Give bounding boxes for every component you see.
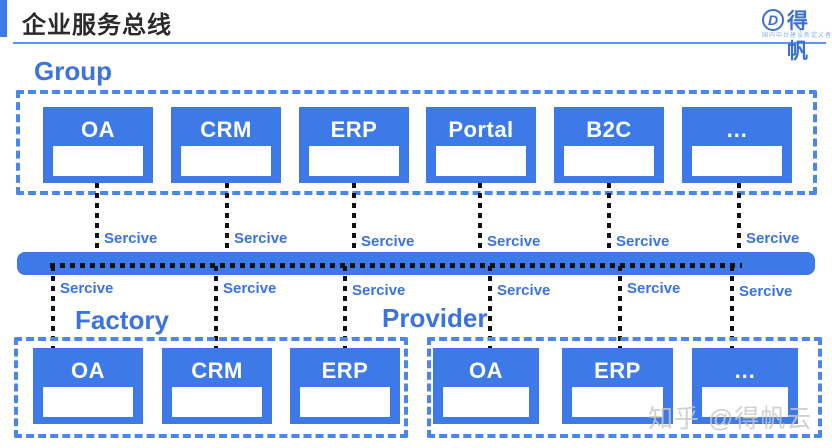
service-label-bottom-6: Sercive [739, 283, 793, 300]
provider-box-oa: OA [433, 348, 539, 424]
service-label-bottom-5: Sercive [627, 280, 681, 297]
defan-logo-icon: D [762, 9, 784, 31]
service-label-top-3: Sercive [361, 233, 415, 250]
group-box-crm-label: CRM [200, 117, 252, 142]
provider-box-erp-label: ERP [594, 358, 641, 383]
factory-zone-box [14, 337, 408, 438]
factory-zone-label: Factory [75, 305, 169, 335]
defan-logo-text: 得帆 [787, 10, 809, 63]
group-box-b2c-slot [564, 146, 654, 176]
factory-box-crm: CRM [162, 348, 272, 424]
factory-box-oa: OA [33, 348, 143, 424]
group-box-crm: CRM [171, 107, 281, 183]
service-bus-dotted-line [50, 263, 742, 268]
title-underline [13, 42, 826, 44]
group-zone-box [16, 90, 817, 195]
factory-box-erp-label: ERP [321, 358, 369, 383]
connector-bottom-2 [214, 266, 218, 360]
provider-zone-label: Provider [382, 303, 488, 333]
connector-bottom-5 [618, 266, 622, 360]
group-box-portal-slot [436, 146, 526, 176]
title-accent-bar [0, 0, 7, 37]
connector-top-3 [352, 183, 356, 267]
provider-zone-box [427, 337, 822, 438]
factory-box-erp-slot [300, 387, 390, 417]
group-box-erp-label: ERP [330, 117, 378, 142]
group-box-more: … [682, 107, 792, 183]
factory-box-oa-slot [43, 387, 133, 417]
group-box-b2c-label: B2C [586, 117, 632, 142]
connector-bottom-4 [488, 266, 492, 360]
group-box-crm-slot [181, 146, 271, 176]
connector-top-1 [95, 183, 99, 267]
service-label-bottom-1: Sercive [60, 280, 114, 297]
provider-box-more-label: … [733, 358, 757, 383]
factory-box-crm-slot [172, 387, 262, 417]
group-zone-label: Group [34, 56, 112, 86]
group-box-portal-label: Portal [448, 117, 514, 142]
service-label-top-1: Sercive [104, 230, 158, 247]
group-box-erp: ERP [299, 107, 409, 183]
group-box-oa-slot [53, 146, 143, 176]
provider-box-more-slot [702, 387, 788, 417]
page-title: 企业服务总线 [22, 12, 172, 39]
service-label-top-6: Sercive [746, 230, 800, 247]
provider-box-oa-slot [443, 387, 529, 417]
service-label-bottom-2: Sercive [223, 280, 277, 297]
group-box-more-slot [692, 146, 782, 176]
service-label-top-4: Sercive [487, 233, 541, 250]
group-box-portal: Portal [426, 107, 536, 183]
connector-top-6 [737, 183, 741, 267]
defan-logo: D 得帆 国内中台建设新定义者 [760, 5, 832, 63]
factory-box-crm-label: CRM [191, 358, 243, 383]
provider-box-erp-slot [572, 387, 663, 417]
connector-bottom-3 [343, 266, 347, 360]
service-label-bottom-3: Sercive [352, 282, 406, 299]
factory-box-oa-label: OA [71, 358, 105, 383]
group-box-oa: OA [43, 107, 153, 183]
zhihu-watermark: 知乎 @得帆云 [648, 405, 813, 433]
service-label-top-5: Sercive [616, 233, 670, 250]
group-box-more-label: … [725, 117, 749, 142]
factory-box-erp: ERP [290, 348, 400, 424]
provider-box-erp: ERP [562, 348, 673, 424]
provider-box-more: … [692, 348, 798, 424]
defan-logo-tagline: 国内中台建设新定义者 [762, 33, 832, 39]
provider-box-oa-label: OA [469, 358, 503, 383]
service-label-bottom-4: Sercive [497, 282, 551, 299]
connector-top-4 [478, 183, 482, 267]
group-box-oa-label: OA [81, 117, 115, 142]
connector-bottom-6 [730, 266, 734, 360]
service-label-top-2: Sercive [234, 230, 288, 247]
group-box-b2c: B2C [554, 107, 664, 183]
group-box-erp-slot [309, 146, 399, 176]
connector-bottom-1 [51, 266, 55, 360]
connector-top-5 [607, 183, 611, 267]
connector-top-2 [225, 183, 229, 267]
